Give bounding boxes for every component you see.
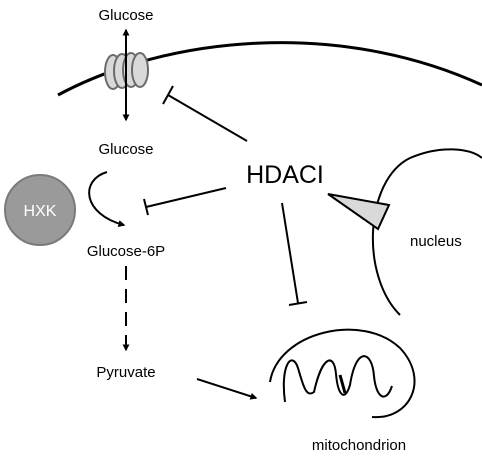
pyruvate-to-mitochondrion-arrow	[196, 378, 258, 400]
glucose-extracellular-label: Glucose	[98, 7, 153, 24]
hdaci-nucleus-wedge	[327, 193, 391, 231]
mitochondrion-label: mitochondrion	[312, 437, 406, 454]
pyruvate-label: Pyruvate	[96, 364, 155, 381]
hxk-label: HXK	[24, 203, 57, 220]
mitochondrion-cristae	[282, 355, 393, 403]
mitochondrion	[269, 328, 416, 419]
glucose-intracellular-label: Glucose	[98, 141, 153, 158]
glucose-6p-label: Glucose-6P	[87, 243, 165, 260]
inhibition-bar-mitochondrion	[288, 301, 308, 306]
inhibition-bar-transporter	[162, 85, 174, 105]
mitochondrion-outer-membrane	[269, 328, 416, 419]
hdaci-inhibits-hexokinase	[145, 187, 227, 208]
inhibition-bar-hexokinase	[143, 198, 149, 216]
mitochondrion-crista-inner	[338, 374, 347, 394]
hexokinase-conversion-arrow	[88, 171, 126, 227]
hdaci-inhibits-transporter	[167, 94, 248, 142]
nucleus-label: nucleus	[410, 233, 462, 250]
hdaci-label: HDACI	[246, 161, 324, 189]
nucleus-envelope	[371, 148, 482, 316]
hdaci-inhibits-mitochondrion	[281, 202, 299, 304]
hxk-enzyme	[4, 174, 76, 246]
